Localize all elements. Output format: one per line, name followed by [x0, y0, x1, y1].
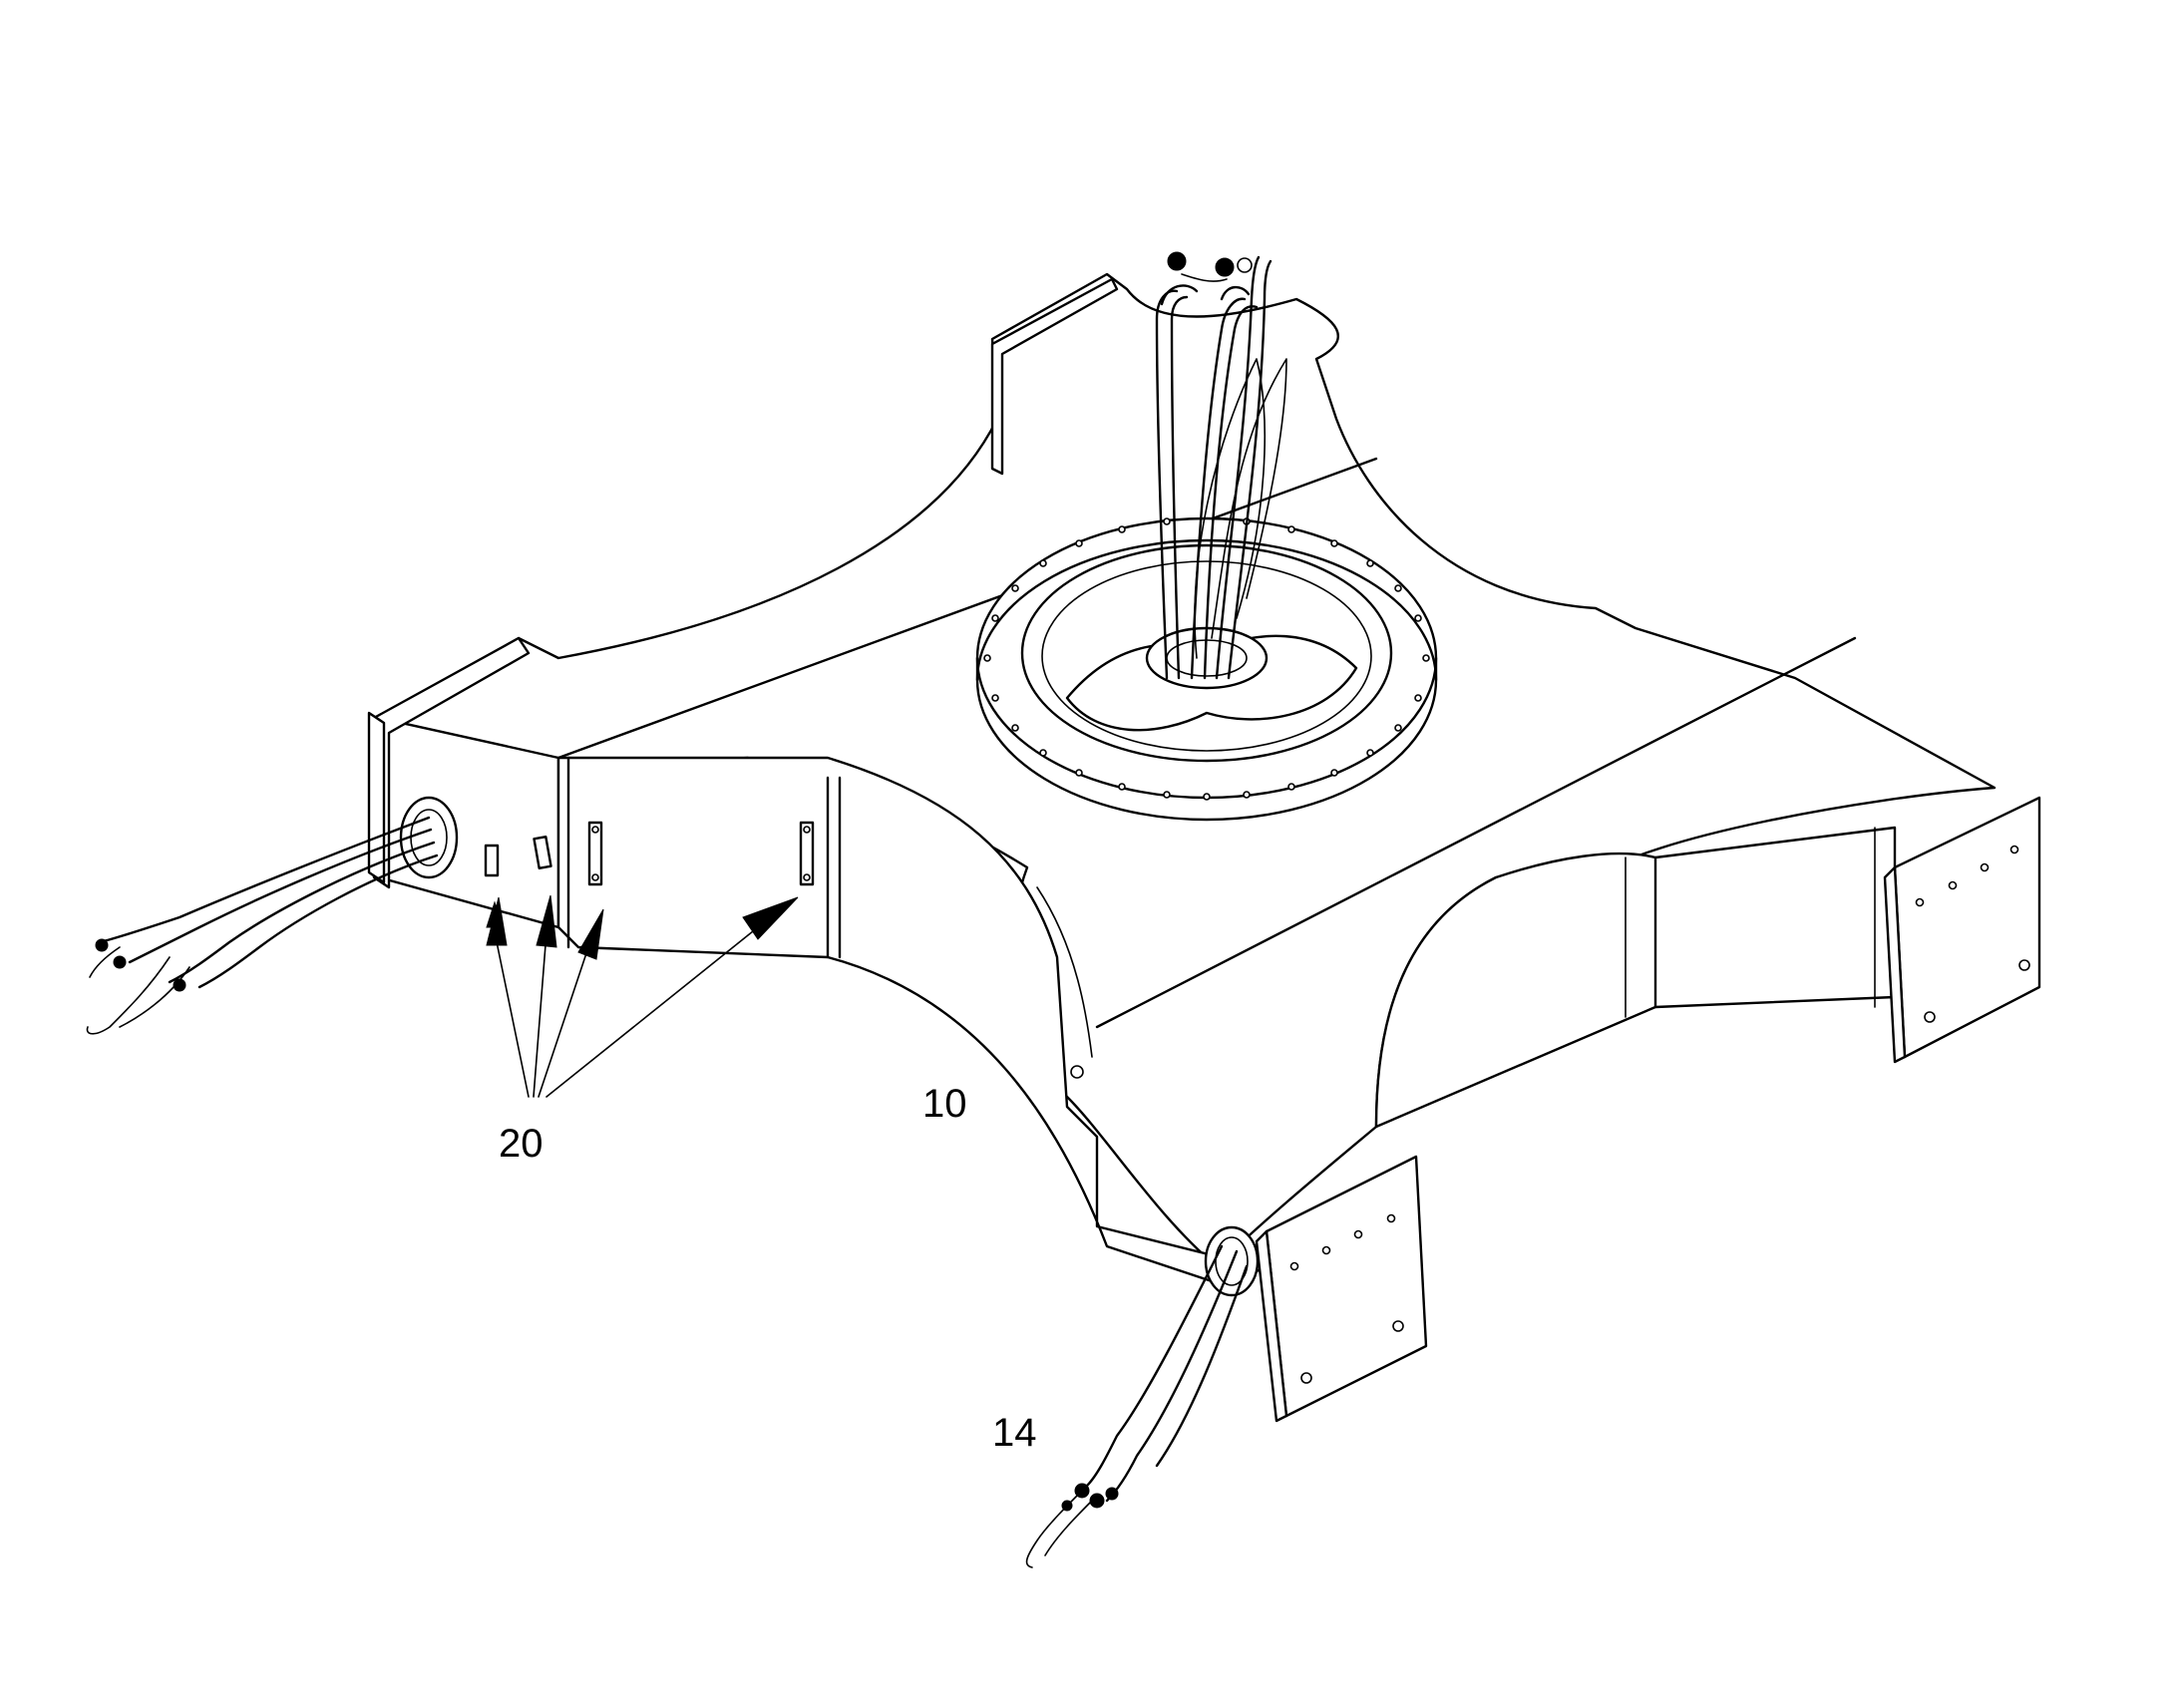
leader-arrows-20	[486, 894, 799, 1098]
bottom-cable-bundle	[1025, 1225, 1260, 1568]
clamps	[484, 821, 815, 886]
mounting-plates	[367, 277, 2041, 1423]
label-14: 14	[992, 1411, 1037, 1455]
label-10: 10	[922, 1082, 967, 1126]
bearing-ring	[975, 516, 1438, 822]
label-20: 20	[499, 1122, 544, 1166]
left-cable-bundle	[86, 796, 459, 1035]
ring-bolt-holes	[983, 517, 1430, 801]
vertical-cable-bundle	[1155, 251, 1287, 680]
